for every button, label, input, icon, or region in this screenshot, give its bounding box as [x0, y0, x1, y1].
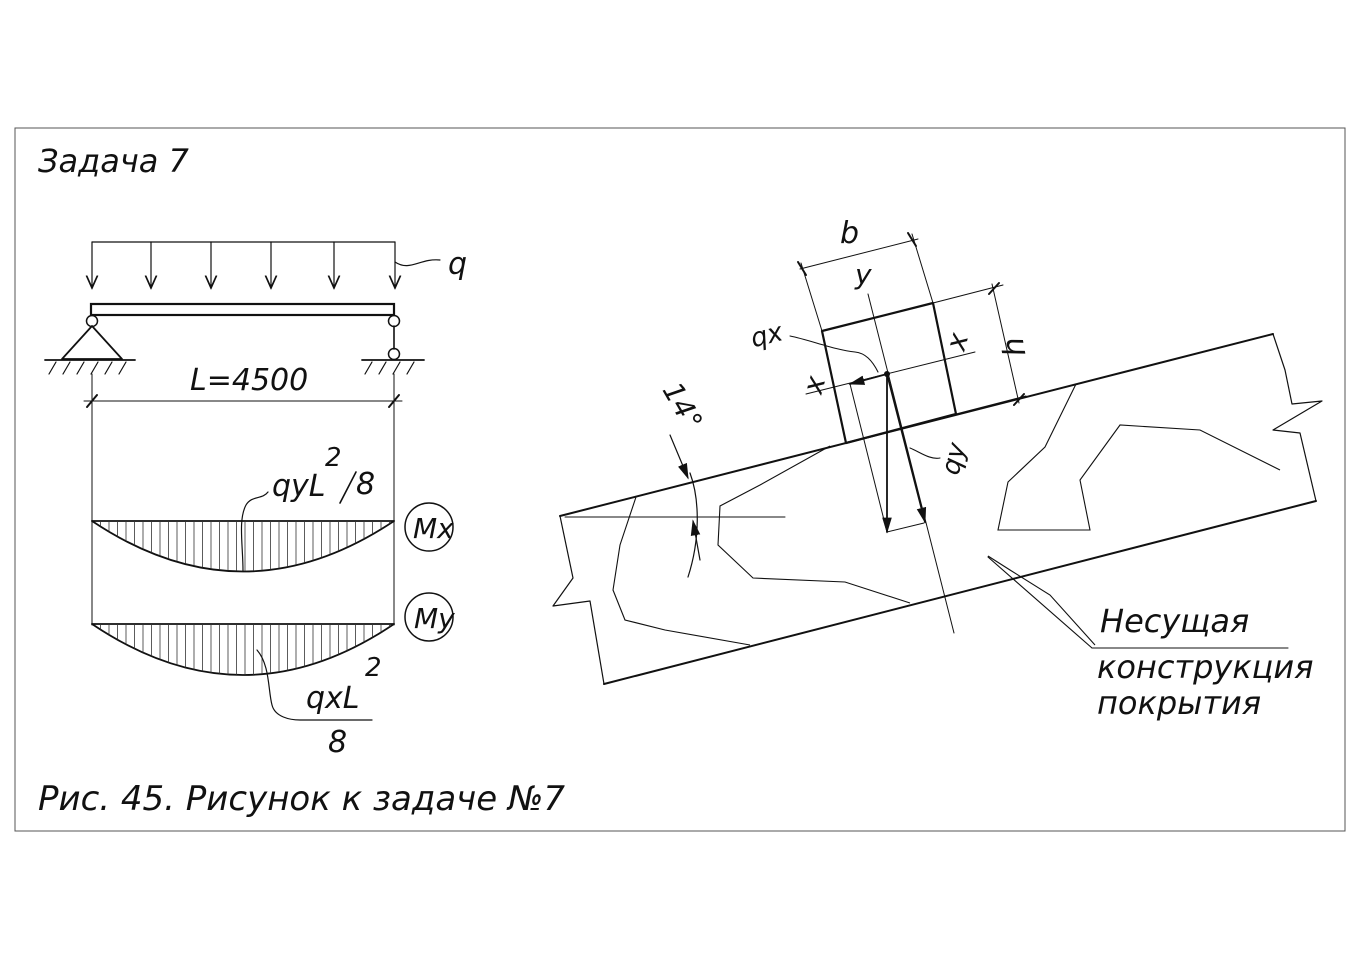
my-leader: [256, 649, 373, 721]
vector-closing-side: [849, 383, 888, 533]
beam-scheme: q: [44, 241, 467, 760]
span-dimension: [83, 373, 403, 626]
rafter-scheme: 14° y x x b h: [552, 216, 1323, 722]
rafter-break-right: [1272, 333, 1323, 502]
drawing-frame: [14, 127, 1346, 832]
angle-label: 14°: [656, 377, 709, 436]
rafter-break-left: [552, 515, 605, 685]
my-label-circle: [404, 592, 454, 642]
load-qy-vector: [886, 373, 927, 524]
mx-leader: [240, 491, 269, 572]
dimension-b-label: b: [840, 216, 859, 251]
dimension-h-label: h: [996, 335, 1034, 360]
my-formula-denominator: 8: [328, 725, 347, 760]
distributed-load: [92, 241, 441, 288]
axis-x-label-left: x: [796, 372, 833, 398]
qy-label: qy: [936, 439, 973, 478]
task-title: Задача 7: [38, 142, 190, 180]
my-diagram: [91, 623, 395, 676]
my-formula-power: 2: [365, 653, 382, 683]
vector-closing-bottom: [886, 522, 925, 533]
mx-formula-denominator: 8: [356, 467, 375, 502]
pin-support-left: [44, 314, 136, 375]
roller-support-right: [361, 314, 425, 375]
angle-arrow-bottom: [690, 519, 701, 561]
angle-arrow-top: [669, 434, 689, 480]
structure-label-line3: покрытия: [1097, 684, 1261, 722]
axis-x: [805, 351, 976, 395]
my-label: My: [414, 602, 455, 635]
beam: [89, 302, 396, 317]
mx-formula-numerator: qyL: [272, 469, 326, 504]
load-qx-vector: [848, 373, 888, 385]
qx-label: qx: [748, 317, 787, 354]
qx-leader: [789, 335, 879, 373]
mx-label-circle: [404, 502, 454, 552]
angle-arc: [687, 472, 698, 578]
dimension-h: [932, 282, 1027, 415]
figure-caption: Рис. 45. Рисунок к задаче №7: [38, 779, 565, 819]
structure-leader: [987, 556, 1093, 649]
span-label: L=4500: [190, 363, 308, 398]
my-formula-numerator: qxL: [306, 681, 360, 716]
rafter-bottom-edge: [603, 500, 1317, 685]
axis-x-label-right: x: [939, 329, 976, 355]
structure-label-line2: конструкция: [1097, 648, 1313, 686]
qy-leader: [909, 447, 941, 459]
load-label: q: [448, 247, 467, 282]
wood-grain: [612, 383, 1281, 646]
structure-label-line1: Несущая: [1100, 602, 1249, 640]
dimension-b: [797, 232, 934, 332]
axis-y: [867, 293, 955, 634]
mx-label: Mx: [413, 512, 454, 545]
mx-formula-power: 2: [325, 443, 342, 473]
axis-y-label: y: [854, 258, 872, 291]
mx-formula-slash: [339, 471, 357, 504]
